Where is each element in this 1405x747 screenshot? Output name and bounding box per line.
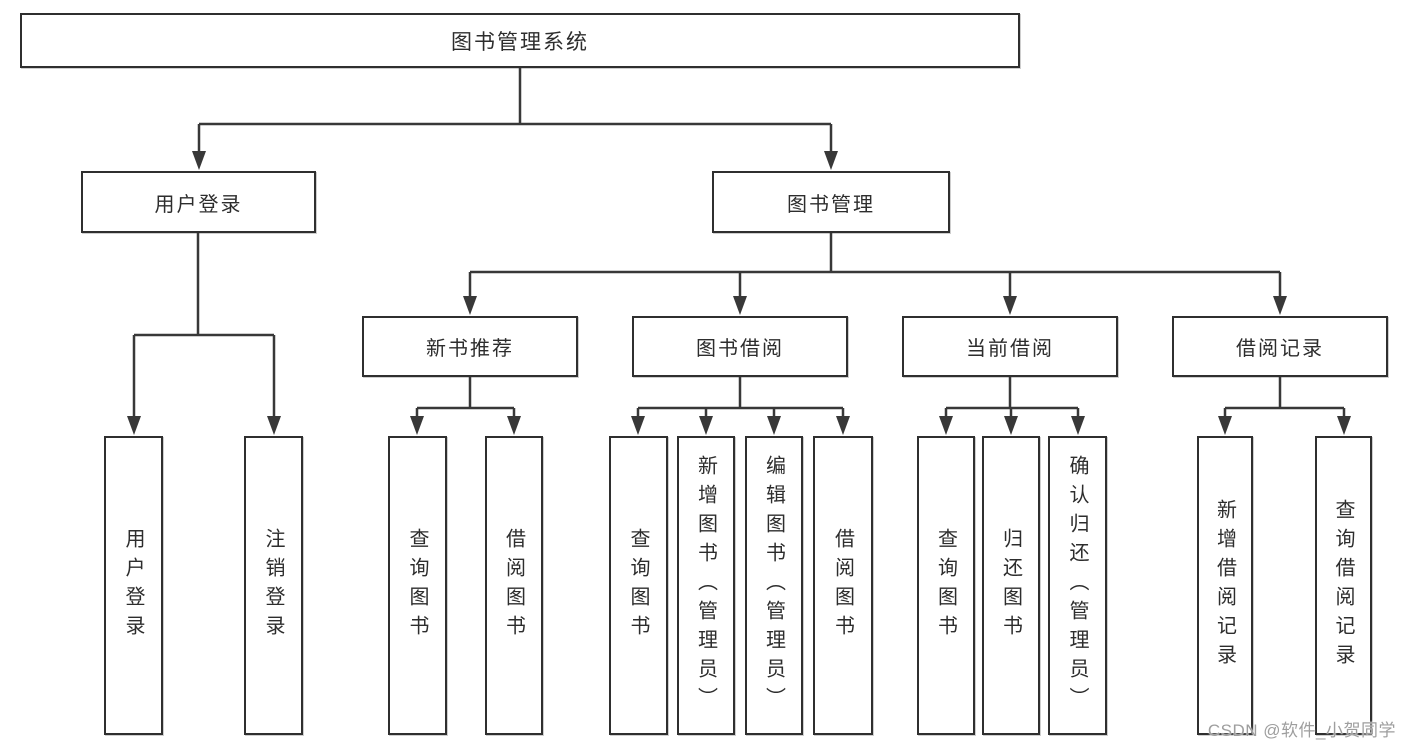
leaf-borrow-books: 借阅图书: [813, 436, 873, 735]
leaf-query-books-current: 查询图书: [917, 436, 975, 735]
leaf-edit-books-admin: 编辑图书（管理员）: [745, 436, 803, 735]
node-borrow-records: 借阅记录: [1172, 316, 1388, 377]
leaf-logout: 注销登录: [244, 436, 303, 735]
leaf-query-books-borrow: 查询图书: [609, 436, 668, 735]
connector-borrow-records-to-leaves: [1218, 377, 1351, 435]
leaf-query-books-recommend: 查询图书: [388, 436, 447, 735]
node-book-management: 图书管理: [712, 171, 950, 233]
leaf-return-books: 归还图书: [982, 436, 1040, 735]
node-user-login: 用户登录: [81, 171, 316, 233]
connector-root-to-level2: [192, 68, 838, 170]
leaf-borrow-books-recommend: 借阅图书: [485, 436, 543, 735]
leaf-confirm-return-admin: 确认归还（管理员）: [1048, 436, 1107, 735]
csdn-watermark: CSDN @软件_小贺同学: [1207, 721, 1396, 740]
node-new-book-recommend: 新书推荐: [362, 316, 578, 377]
node-current-borrow: 当前借阅: [902, 316, 1118, 377]
leaf-query-borrow-record: 查询借阅记录: [1315, 436, 1372, 735]
leaf-user-login: 用户登录: [104, 436, 163, 735]
leaf-add-books-admin: 新增图书（管理员）: [677, 436, 735, 735]
node-book-borrow: 图书借阅: [632, 316, 848, 377]
connector-book-management-to-level3: [463, 233, 1287, 315]
connector-new-book-to-leaves: [410, 377, 521, 435]
leaf-add-borrow-record: 新增借阅记录: [1197, 436, 1253, 735]
node-library-system: 图书管理系统: [20, 13, 1020, 68]
connector-user-login-to-leaves: [127, 233, 281, 435]
connector-book-borrow-to-leaves: [631, 377, 850, 435]
connector-current-borrow-to-leaves: [939, 377, 1085, 435]
